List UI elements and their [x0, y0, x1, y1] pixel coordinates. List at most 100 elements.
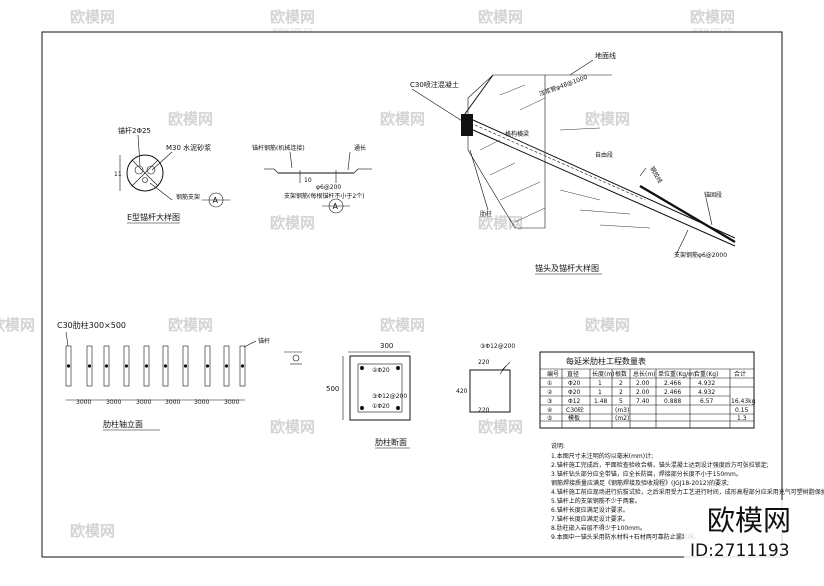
anchor-label: 锚杆2Φ25 [118, 126, 151, 135]
watermark: 欧模网 [0, 316, 35, 334]
table-cell: 2 [619, 380, 623, 387]
table-cell: C30砼 [566, 406, 584, 414]
anchor-rod-top [472, 119, 736, 239]
watermark: 欧模网 [270, 8, 315, 26]
brand-logo-text: 欧模网 [707, 504, 791, 537]
bar-spec: φ6@200 [316, 184, 341, 191]
quantity-table: 每延米肋柱工程数量表 编号 直径 长度(m) 根数 总长(m) 单位重(Kg/m… [539, 351, 756, 429]
dim-label: 11 [114, 171, 122, 178]
table-cell: Φ20 [568, 380, 581, 387]
anchor-rod-bottom [472, 129, 736, 247]
rib-elevation: C30肋柱300×500 锚杆 3000 3000 3000 3000 3000… [57, 320, 302, 431]
section-height: 500 [326, 385, 339, 393]
header-cell: 根数 [615, 370, 627, 378]
watermark: 欧模网 [380, 316, 425, 334]
anchor-label: 锚杆 [258, 337, 270, 345]
header-cell: 长度(m) [592, 370, 615, 378]
table-cell: 4.932 [698, 380, 715, 387]
ground-label: 地面线 [595, 51, 616, 60]
stirrup-shape [469, 369, 511, 413]
stirrup-spec: ③Φ12@200 [480, 343, 515, 350]
rebar-top-label: ②Φ20 [372, 367, 390, 374]
table-cell: ② [547, 389, 553, 396]
spacer-label: 支架钢筋φ6@2000 [674, 251, 727, 259]
anchor-detail-title: 锚头及锚杆大样图 [535, 263, 599, 273]
note-line: 6.锚杆长度应满足设计要求。 [551, 506, 629, 514]
watermark: 欧模网 [70, 522, 115, 540]
table-cell: 7.40 [636, 398, 650, 405]
note-line: 7.锚杆长度应满足设计要求。 [551, 515, 629, 523]
table-cell: 1.48 [594, 398, 608, 405]
header-cell: 单位重(Kg/m) [658, 370, 696, 378]
note-line: 3.锚杆钻头部分应全带锚，应全长防腐，焊接部分长度不小于150mm。 [551, 470, 742, 478]
anchor-hole-circle [126, 154, 164, 192]
table-cell: Φ12 [568, 398, 581, 405]
table-cell: 2.00 [636, 389, 650, 396]
table-cell: (m2) [615, 415, 629, 422]
table-cell: 1 [598, 380, 602, 387]
spacing-label: 3000 [106, 399, 121, 406]
stirrup-outline [357, 363, 403, 413]
notes-heading: 说明: [551, 442, 565, 450]
note-line: 1.本图尺寸未注明的均以毫米(mm)计; [551, 452, 653, 460]
stirrup-dim-a: 220 [478, 359, 490, 366]
table-cell: (m3) [615, 407, 629, 414]
beam-label: C30肋柱300×500 [57, 320, 126, 330]
table-cell: 模板 [568, 414, 580, 422]
bracket-label: 钢筋支架 [176, 193, 200, 201]
spacing-label: 3000 [165, 399, 180, 406]
drawing-frame [41, 31, 783, 558]
spacing-label: 3000 [136, 399, 151, 406]
watermark: 欧模网 [585, 110, 630, 128]
table-cell: 2.466 [664, 389, 681, 396]
stirrup-dim-c: 220 [478, 407, 490, 414]
table-cell: 2.00 [636, 380, 650, 387]
section-width: 300 [380, 342, 393, 350]
dim-10: 10 [304, 177, 312, 184]
watermark: 欧模网 [380, 110, 425, 128]
stirrup-detail: ③Φ12@200 220 420 220 [456, 343, 515, 414]
model-id: ID:2711193 [690, 541, 790, 561]
rib-columns [65, 345, 246, 387]
note-line: 4.锚杆施工前应现场进行抗拔试验，之后采用受力工艺进行时间，成形高程部分应采用充… [551, 488, 824, 496]
table-cell: ④ [547, 407, 552, 414]
anchor-bond-segment [639, 184, 736, 244]
spacing-label: 3000 [224, 399, 239, 406]
rebar-label: 锚杆钢筋(机械连接) [252, 144, 305, 152]
header-cell: 直径 [567, 370, 579, 378]
watermark: 欧模网 [478, 8, 523, 26]
header-cell: 合重(Kg) [694, 370, 718, 378]
note-line: 9.本图中一锚头采用防水材料+石材两可靠防止漏浆模。 [551, 533, 700, 541]
table-cell: 2.466 [664, 380, 681, 387]
table-cell: 4.932 [698, 389, 715, 396]
header-cell: 总长(m) [633, 370, 656, 378]
note-line: 钢筋焊接质量应满足《钢筋焊接及验收规程》(JGJ18-2012)的要求; [551, 479, 729, 487]
total-steel: 16.43kg [731, 398, 756, 405]
elevation-title: 肋柱轴立面 [103, 419, 143, 429]
section-outline [349, 355, 411, 421]
watermark-url: www.om.cn [272, 26, 312, 34]
total-concrete: 0.15 [735, 407, 749, 414]
watermark-url: www.om.cn [692, 26, 732, 34]
length-label: 通长 [354, 144, 366, 152]
ground-line [461, 74, 494, 119]
anchor-head [461, 114, 473, 136]
table-cell: ③ [547, 398, 552, 405]
stirrup-label: ③Φ12@200 [372, 393, 407, 400]
watermark: 欧模网 [478, 418, 523, 436]
section-title: 肋柱断面 [375, 437, 407, 447]
watermark: 欧模网 [585, 316, 630, 334]
section-marker-label: A [333, 202, 339, 211]
spacing-label: 3000 [194, 399, 209, 406]
rebar-bottom-label: ①Φ20 [372, 403, 390, 410]
notes-block: 说明: 1.本图尺寸未注明的均以毫米(mm)计; 2.锚杆施工完成后，平面检查验… [551, 442, 824, 541]
mortar-label: M30 水泥砂浆 [166, 143, 211, 152]
header-cell: 编号 [547, 370, 559, 378]
stirrup-dim-b: 420 [456, 388, 468, 395]
support-label: 支架钢筋(每根锚杆不小于2个) [284, 192, 365, 200]
note-line: 5.锚杆上的支架钢筋不少于两套。 [551, 497, 641, 505]
total-formwork: 1.3 [737, 415, 747, 422]
detail-e-title: E型锚杆大样图 [127, 212, 180, 222]
table-cell: 6.57 [700, 398, 714, 405]
